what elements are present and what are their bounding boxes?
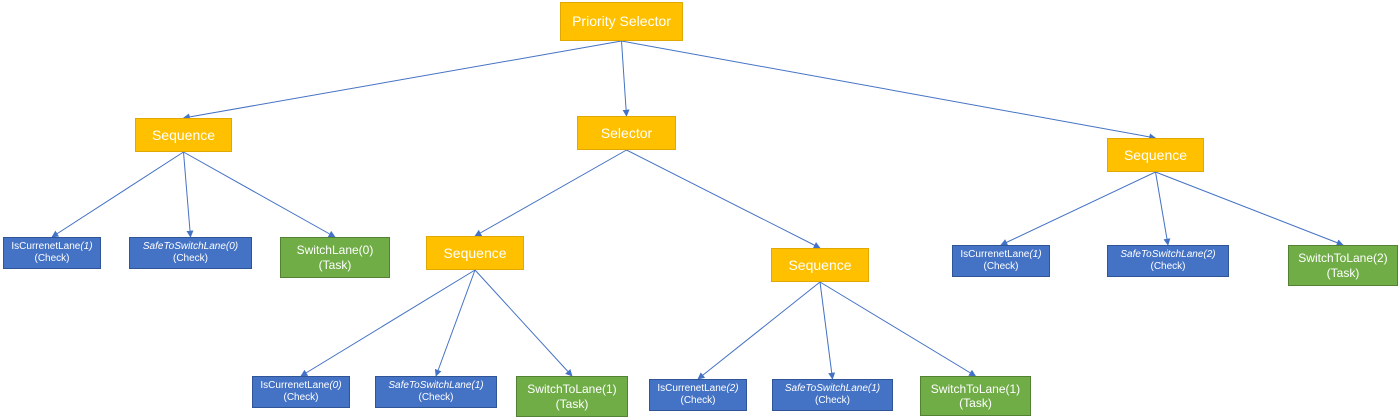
check-arg: (1) [1029, 249, 1042, 260]
switch-to-lane-task-node: SwitchToLane(1) (Task) [516, 376, 628, 417]
check-arg: (0) [329, 380, 342, 391]
node-type: (Check) [680, 395, 716, 406]
edge-arrow [819, 281, 977, 377]
node-type: (Check) [283, 392, 319, 403]
node-label: Selector [600, 124, 653, 141]
node-label: Sequence [788, 256, 852, 273]
node-type: (Task) [318, 257, 352, 272]
edge-arrow [626, 149, 821, 249]
edge-arrow [819, 281, 836, 380]
sequence-node-middle-left: Sequence [426, 236, 524, 270]
edge-arrow [1155, 171, 1344, 246]
edge-arrow [474, 269, 573, 377]
check-arg: (2) [726, 383, 739, 394]
check-name: SafeToSwitchLane(2) [1120, 249, 1216, 260]
task-name: SwitchToLane(1) [930, 381, 1021, 396]
node-type: (Task) [555, 396, 589, 411]
priority-selector-node: Priority Selector [560, 2, 683, 41]
node-type: (Check) [1150, 261, 1186, 272]
sequence-node-left: Sequence [135, 118, 232, 152]
check-name: SafeToSwitchLane(1) [388, 380, 484, 391]
check-name: IsCurrenetLane [260, 380, 330, 391]
edge-arrow [1000, 171, 1156, 246]
node-type: (Check) [172, 253, 208, 264]
safe-to-switch-lane-check-node: SafeToSwitchLane(2) (Check) [1107, 245, 1229, 277]
is-current-lane-check-node: IsCurrenetLane(0) (Check) [252, 376, 350, 408]
selector-node-middle: Selector [577, 116, 676, 150]
is-current-lane-check-node: IsCurrenetLane(2) (Check) [649, 379, 747, 411]
node-label: Priority Selector [572, 13, 671, 30]
check-name: IsCurrenetLane [657, 383, 727, 394]
check-name: IsCurrenetLane [960, 249, 1030, 260]
switch-to-lane-task-node: SwitchToLane(2) (Task) [1288, 245, 1398, 286]
edge-arrow [1155, 171, 1171, 246]
node-label: Sequence [151, 126, 216, 143]
node-type: (Task) [959, 396, 992, 410]
check-name: IsCurrenetLane [11, 241, 81, 252]
node-type: (Check) [983, 261, 1019, 272]
is-current-lane-check-node: IsCurrenetLane(1) (Check) [3, 237, 101, 269]
edge-arrow [51, 151, 184, 238]
edge-arrow [300, 269, 476, 377]
sequence-node-middle-right: Sequence [771, 248, 869, 282]
edge-arrow [434, 269, 476, 377]
safe-to-switch-lane-check-node: SafeToSwitchLane(0) (Check) [129, 237, 252, 269]
check-name: SafeToSwitchLane(1) [784, 383, 881, 394]
safe-to-switch-lane-check-node: SafeToSwitchLane(1) (Check) [772, 379, 893, 411]
edge-arrow [183, 151, 194, 238]
task-name: SwitchLane(0) [296, 243, 374, 258]
edge-arrow [621, 40, 1157, 141]
switch-to-lane-task-node: SwitchToLane(1) (Task) [920, 376, 1031, 416]
node-label: Sequence [443, 244, 507, 261]
edge-arrow [474, 149, 627, 237]
is-current-lane-check-node: IsCurrenetLane(1) (Check) [952, 245, 1050, 277]
edge-arrow [621, 40, 630, 117]
node-type: (Check) [418, 392, 454, 403]
node-type: (Check) [814, 395, 850, 406]
sequence-node-right: Sequence [1107, 138, 1204, 172]
task-name: SwitchToLane(2) [1298, 251, 1388, 266]
edge-arrow [697, 281, 821, 380]
node-type: (Task) [1326, 265, 1360, 280]
node-label: Sequence [1123, 146, 1188, 163]
edge-arrow [182, 40, 622, 121]
check-name: SafeToSwitchLane(0) [142, 241, 239, 252]
switch-lane-task-node: SwitchLane(0) (Task) [280, 237, 390, 278]
task-name: SwitchToLane(1) [527, 382, 617, 397]
check-arg: (1) [80, 241, 93, 252]
safe-to-switch-lane-check-node: SafeToSwitchLane(1) (Check) [375, 376, 497, 408]
edge-arrow [183, 151, 336, 238]
node-type: (Check) [34, 253, 70, 264]
